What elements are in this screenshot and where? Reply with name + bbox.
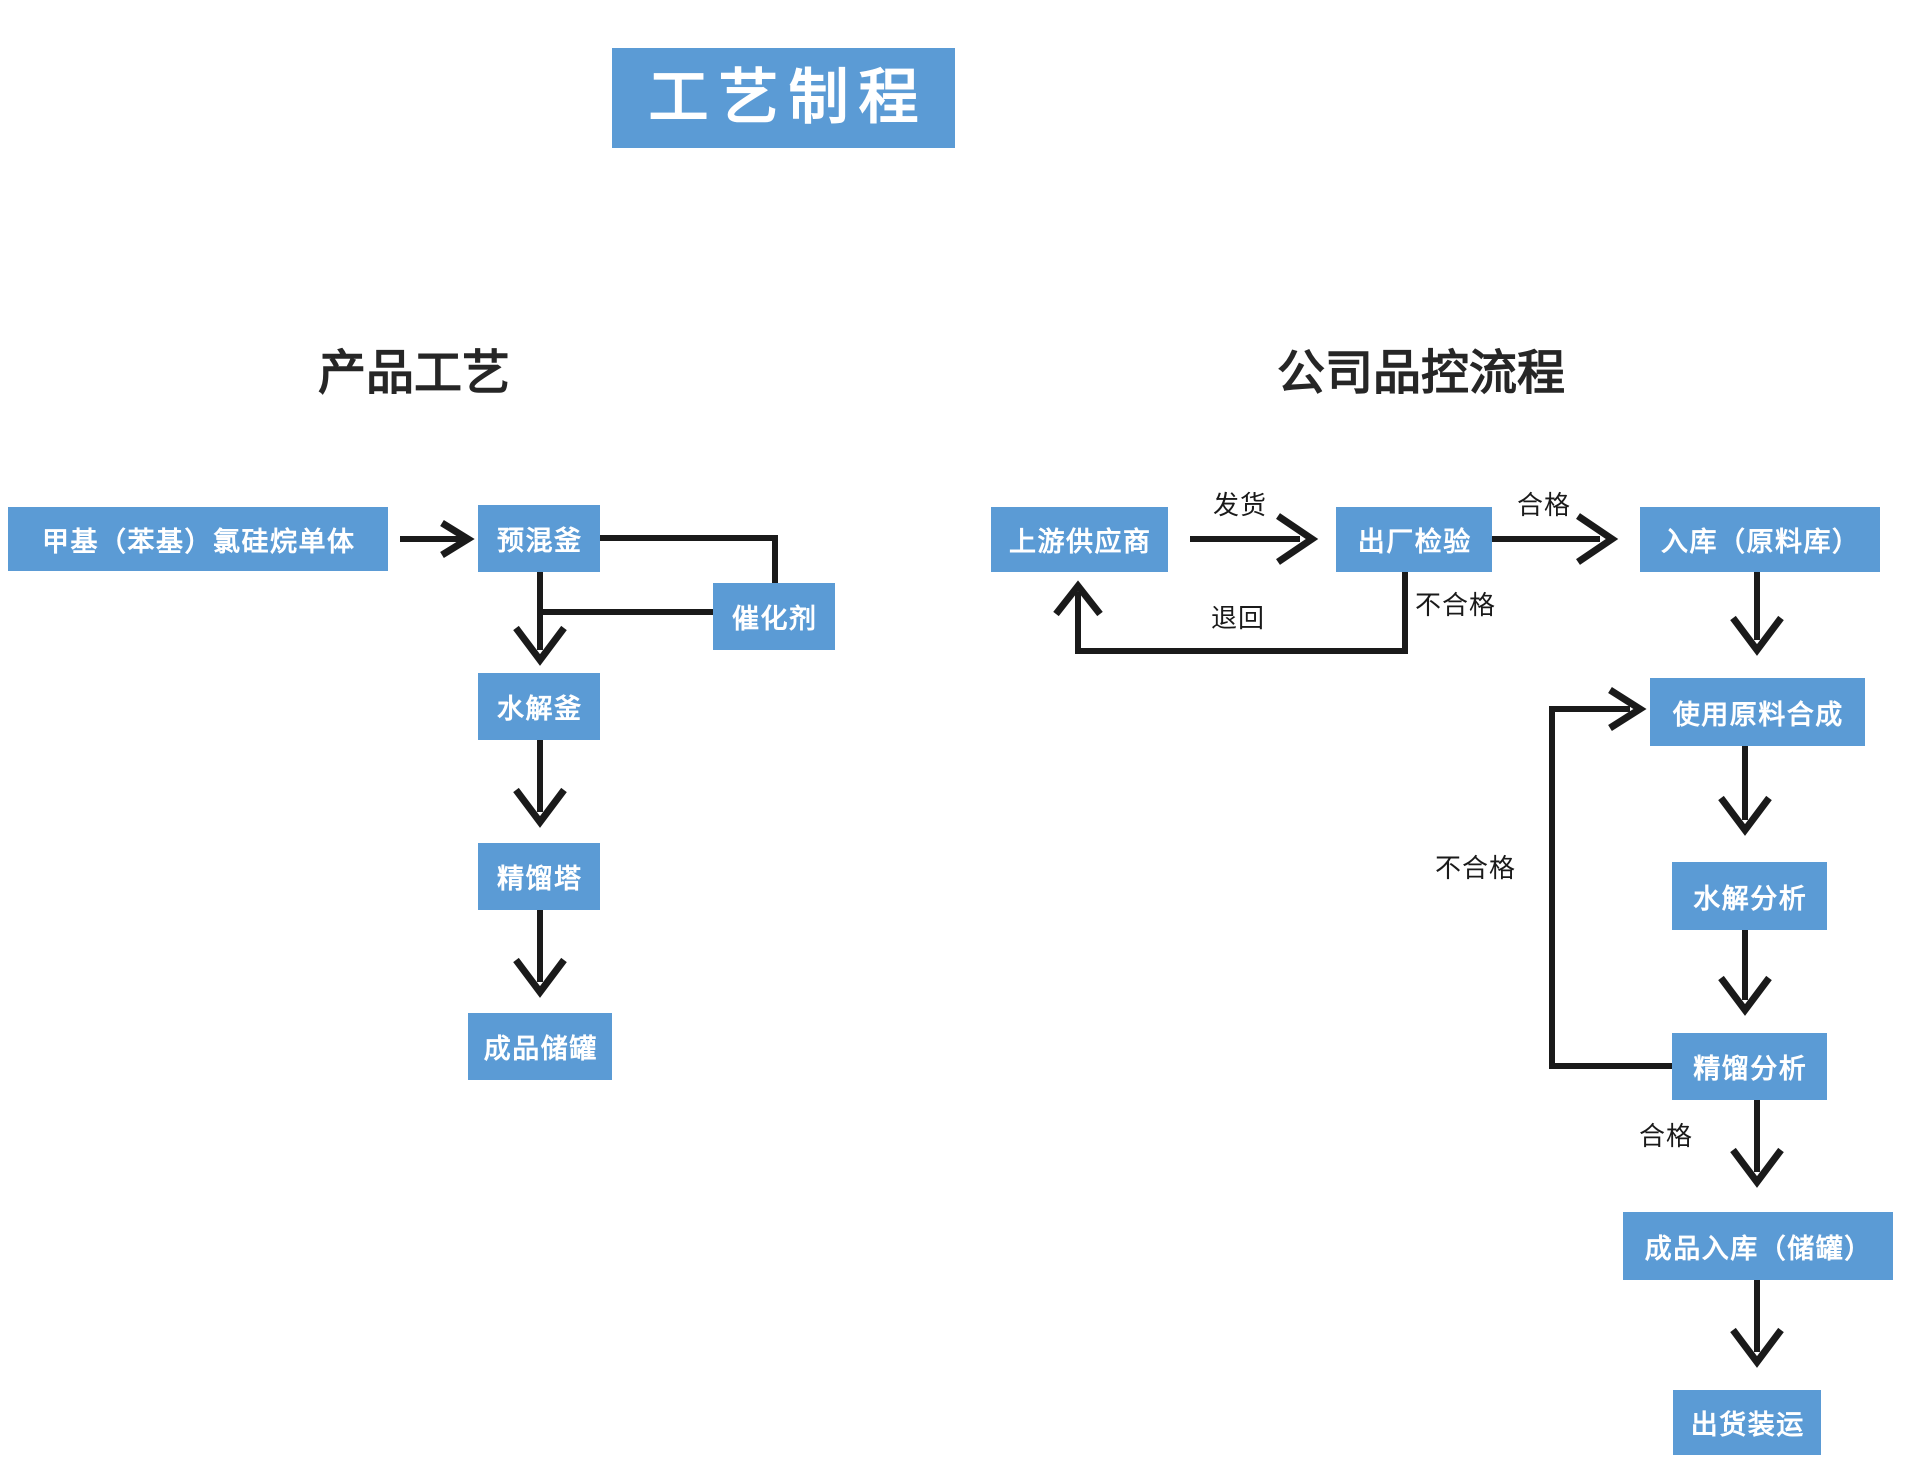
- flow-node-hydrolysis-kettle[interactable]: 水解釜: [478, 673, 600, 740]
- flow-node-product-tank[interactable]: 成品储罐: [468, 1013, 612, 1080]
- flow-node-catalyst[interactable]: 催化剂: [713, 583, 835, 650]
- flow-node-shipping[interactable]: 出货装运: [1673, 1390, 1821, 1455]
- edge-label-pass-bottom: 合格: [1639, 1121, 1694, 1151]
- page-title: 工艺制程: [648, 65, 929, 131]
- edge-label-fail-loop: 不合格: [1435, 853, 1517, 883]
- arrow-supplier-to-inspection: [1190, 513, 1319, 565]
- flow-node-warehouse-raw-material[interactable]: 入库（原料库）: [1640, 507, 1880, 572]
- flow-node-monomer[interactable]: 甲基（苯基）氯硅烷单体: [8, 507, 388, 571]
- arrow-fg-storage-to-shipping: [1730, 1280, 1784, 1368]
- arrow-column-to-tank: [513, 910, 567, 998]
- edge-label-ship: 发货: [1213, 490, 1268, 520]
- page-title-banner: 工艺制程: [612, 48, 955, 148]
- edge-label-return: 退回: [1211, 603, 1266, 633]
- edge-label-fail-top: 不合格: [1415, 590, 1497, 620]
- arrow-premix-to-hydro: [513, 572, 567, 666]
- arrow-hydro-analysis-to-distill-analysis: [1718, 930, 1772, 1016]
- arrow-inspection-to-warehouse: [1492, 513, 1619, 565]
- flow-node-premix[interactable]: 预混釜: [478, 505, 600, 572]
- edge-label-pass-top: 合格: [1517, 490, 1572, 520]
- flow-node-hydrolysis-analysis[interactable]: 水解分析: [1672, 862, 1827, 930]
- flow-node-distillation-analysis[interactable]: 精馏分析: [1672, 1033, 1827, 1100]
- arrow-warehouse-to-synthesis: [1730, 572, 1784, 656]
- arrow-hydro-to-column: [513, 740, 567, 828]
- flow-node-finished-goods-storage[interactable]: 成品入库（储罐）: [1623, 1212, 1893, 1280]
- section-header-product-process: 产品工艺: [318, 347, 511, 400]
- arrow-distill-analysis-fail-to-synthesis: [1549, 687, 1672, 1069]
- connector-premix-to-catalyst: [600, 535, 778, 583]
- section-header-quality-control: 公司品控流程: [1277, 347, 1566, 400]
- flow-node-distillation-column[interactable]: 精馏塔: [478, 843, 600, 910]
- flow-node-supplier[interactable]: 上游供应商: [991, 507, 1168, 572]
- flow-node-factory-inspection[interactable]: 出厂检验: [1336, 507, 1492, 572]
- arrow-monomer-to-premix: [400, 520, 475, 558]
- flow-node-synthesis[interactable]: 使用原料合成: [1650, 678, 1865, 746]
- arrow-synthesis-to-hydro-analysis: [1718, 746, 1772, 836]
- arrow-distill-analysis-to-fg-storage: [1730, 1100, 1784, 1188]
